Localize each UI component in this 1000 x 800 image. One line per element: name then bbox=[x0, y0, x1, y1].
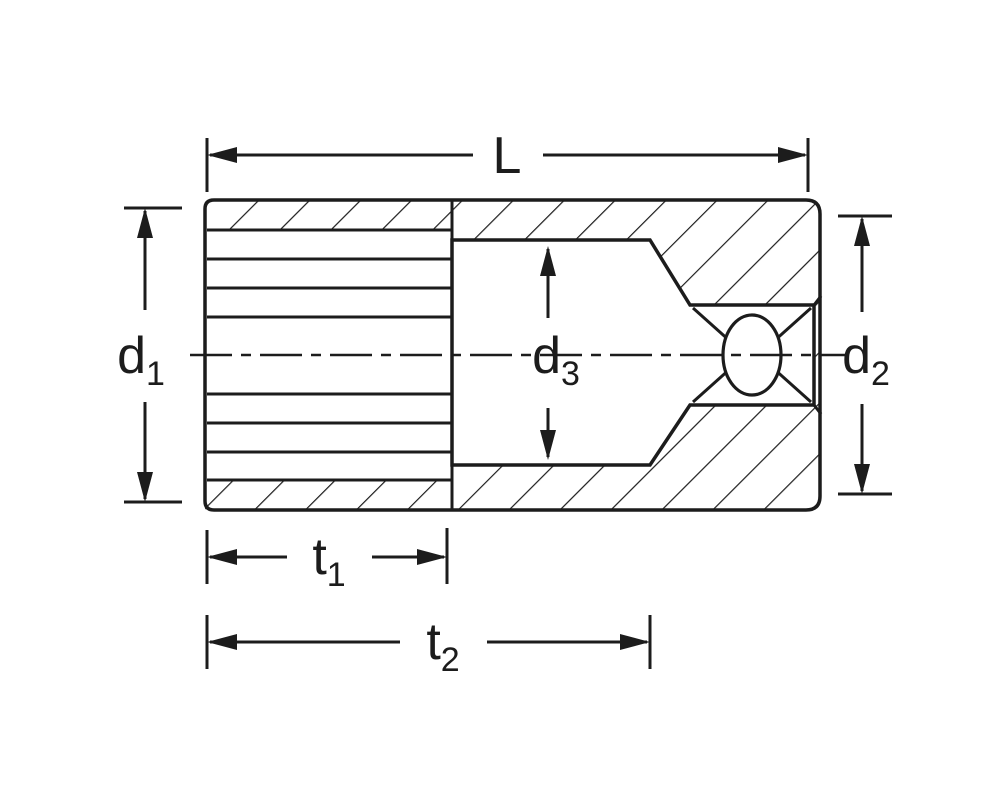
serration-lines bbox=[207, 228, 452, 482]
end-face-flare-lines bbox=[812, 295, 823, 415]
dimension-t2: t2 bbox=[205, 613, 652, 679]
arrowhead-right bbox=[778, 147, 808, 163]
label-L: L bbox=[493, 127, 522, 185]
arrowhead-down bbox=[540, 430, 556, 460]
dimension-d3: d3 bbox=[532, 246, 580, 460]
dimension-t1: t1 bbox=[205, 528, 449, 594]
body-section-hatch bbox=[452, 200, 820, 510]
label-d1: d1 bbox=[117, 327, 165, 393]
arrowhead-left bbox=[207, 549, 237, 565]
dimension-d2: d2 bbox=[838, 214, 892, 496]
label-t1: t1 bbox=[312, 528, 345, 594]
dimension-d1: d1 bbox=[117, 206, 182, 504]
arrowhead-right bbox=[417, 549, 447, 565]
dimension-L: L bbox=[205, 127, 810, 192]
socket-body-outline bbox=[203, 198, 822, 512]
arrowhead-right bbox=[620, 634, 650, 650]
arrowhead-down bbox=[137, 472, 153, 502]
section-hatching bbox=[205, 200, 820, 510]
top-left-hatch-band bbox=[205, 200, 452, 230]
label-d3: d3 bbox=[532, 327, 580, 393]
arrowhead-down bbox=[854, 464, 870, 494]
arrowhead-left bbox=[207, 634, 237, 650]
label-d2: d2 bbox=[842, 327, 890, 393]
arrowhead-left bbox=[207, 147, 237, 163]
label-t2: t2 bbox=[426, 613, 459, 679]
arrowhead-up bbox=[540, 246, 556, 276]
bottom-left-hatch-band bbox=[205, 480, 452, 510]
arrowhead-up bbox=[137, 208, 153, 238]
arrowhead-up bbox=[854, 216, 870, 246]
